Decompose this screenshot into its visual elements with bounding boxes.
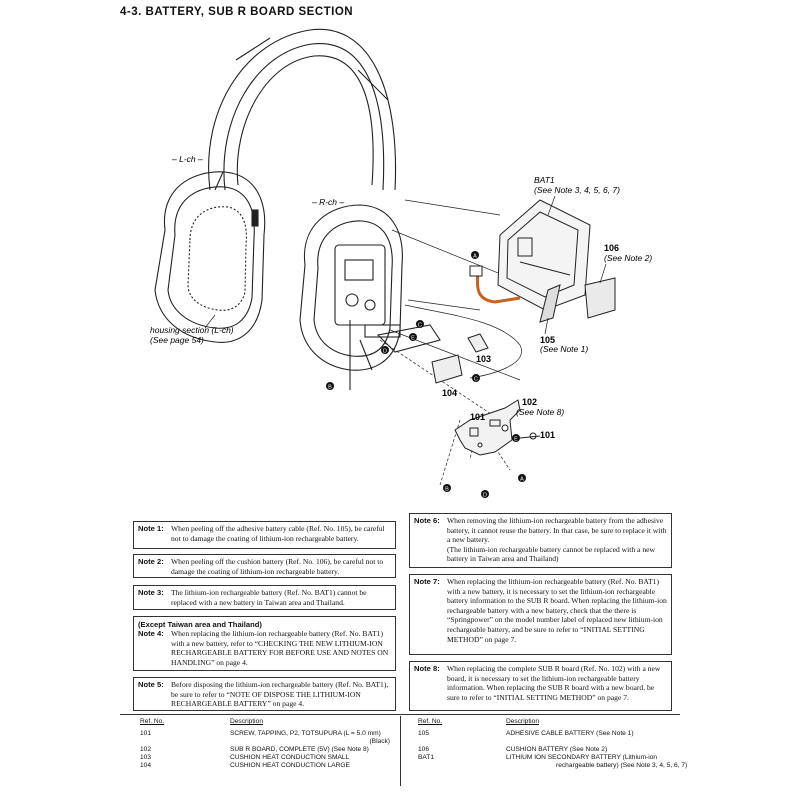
label-104: 104 bbox=[442, 388, 457, 398]
marker-a-bottom: A bbox=[518, 474, 526, 483]
label-103: 103 bbox=[476, 354, 491, 364]
left-earcup bbox=[154, 171, 266, 343]
label-bat1-note: (See Note 3, 4, 5, 6, 7) bbox=[534, 185, 620, 195]
note-3: Note 3: The lithium-ion rechargeable bat… bbox=[133, 585, 396, 610]
right-earcup bbox=[299, 204, 441, 390]
note-5: Note 5: Before disposing the lithium-ion… bbox=[133, 677, 396, 711]
marker-e-top: E bbox=[409, 333, 417, 342]
svg-text:C: C bbox=[474, 377, 478, 383]
headband bbox=[208, 28, 397, 191]
marker-a-battery: A bbox=[471, 251, 479, 260]
label-106-note: (See Note 2) bbox=[604, 253, 652, 263]
marker-b-left: B bbox=[326, 382, 334, 391]
battery-connector bbox=[469, 265, 483, 277]
part-row-cont: (Black) bbox=[369, 738, 390, 745]
connection-markers: A B C D E C E A B D bbox=[326, 251, 526, 499]
svg-text:B: B bbox=[328, 385, 332, 391]
marker-c-top: C bbox=[416, 320, 424, 329]
label-101-a: 101 bbox=[470, 412, 485, 422]
svg-text:A: A bbox=[520, 477, 524, 483]
marker-d-top: D bbox=[381, 346, 389, 355]
sub-r-board-102 bbox=[454, 399, 521, 456]
note-8: Note 8: When replacing the complete SUB … bbox=[409, 661, 672, 711]
svg-text:D: D bbox=[483, 493, 487, 499]
svg-text:E: E bbox=[514, 437, 518, 443]
cushion-103 bbox=[467, 333, 489, 353]
label-105: 105 bbox=[540, 335, 555, 345]
svg-text:A: A bbox=[473, 254, 477, 260]
label-bat1: BAT1 bbox=[534, 175, 555, 185]
note-2: Note 2: When peeling off the cushion bat… bbox=[133, 554, 396, 578]
marker-e-right: E bbox=[512, 434, 520, 443]
svg-text:E: E bbox=[411, 336, 415, 342]
battery-bat1 bbox=[497, 199, 591, 311]
exploded-view-diagram: A B C D E C E A B D – L-ch – – R-ch – ho… bbox=[150, 28, 652, 499]
label-106: 106 bbox=[604, 243, 619, 253]
svg-text:C: C bbox=[418, 323, 422, 329]
note-4-heading: (Except Taiwan area and Thailand) bbox=[138, 620, 262, 629]
marker-d-bottom: D bbox=[481, 490, 489, 499]
part-row-cont: rechargeable battery) (See Note 3, 4, 5,… bbox=[556, 762, 688, 769]
label-101-b: 101 bbox=[540, 430, 555, 440]
note-4: (Except Taiwan area and Thailand) Note 4… bbox=[133, 616, 396, 671]
svg-text:D: D bbox=[383, 349, 387, 355]
marker-c-mid: C bbox=[472, 374, 480, 383]
label-housing-line2: (See page 54) bbox=[150, 335, 204, 345]
label-105-note: (See Note 1) bbox=[540, 344, 588, 354]
note-7: Note 7: When replacing the lithium-ion r… bbox=[409, 574, 672, 655]
label-102-note: (See Note 8) bbox=[516, 407, 564, 417]
label-lch: – L-ch – bbox=[171, 154, 203, 164]
label-102: 102 bbox=[522, 397, 537, 407]
label-housing-line1: housing section (L-ch) bbox=[150, 325, 234, 335]
cushion-battery-106 bbox=[584, 277, 616, 319]
adhesive-cable-105 bbox=[539, 284, 561, 323]
note-1: Note 1: When peeling off the adhesive ba… bbox=[133, 521, 396, 549]
cushion-104 bbox=[431, 354, 463, 384]
parts-divider-vertical bbox=[400, 716, 401, 786]
battery-cable bbox=[475, 271, 521, 304]
marker-b-bottom: B bbox=[443, 484, 451, 493]
screws-101 bbox=[501, 424, 541, 440]
svg-text:B: B bbox=[445, 487, 449, 493]
note-6: Note 6: When removing the lithium-ion re… bbox=[409, 513, 672, 568]
section-title: 4-3. BATTERY, SUB R BOARD SECTION bbox=[120, 6, 354, 18]
label-rch: – R-ch – bbox=[311, 197, 344, 207]
parts-divider-horizontal bbox=[120, 714, 680, 715]
